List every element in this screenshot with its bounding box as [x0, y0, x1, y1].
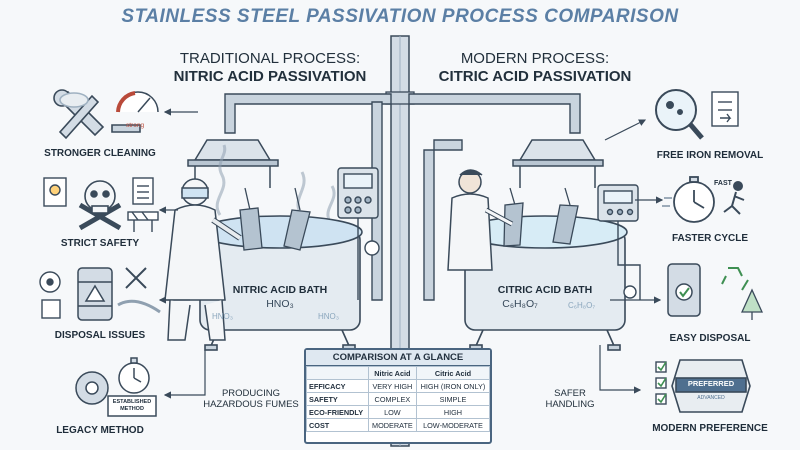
table-cell: VERY HIGH [367, 379, 417, 393]
nitric-ghost-formula-2: HNO₃ [318, 312, 340, 321]
nitric-bath-label: NITRIC ACID BATH [232, 284, 328, 296]
table-header-row: Nitric Acid Citric Acid [306, 366, 491, 380]
table-row: EFFICACY VERY HIGH HIGH (IRON ONLY) [306, 379, 491, 393]
hazard-note-line2: HAZARDOUS FUMES [203, 399, 299, 410]
column-header: Citric Acid [415, 366, 491, 380]
row-label: ECO-FRIENDLY [306, 405, 369, 419]
column-header: Nitric Acid [367, 366, 417, 380]
gauge-label: strong [126, 122, 145, 129]
modern-heading-line2: CITRIC ACID PASSIVATION [438, 68, 632, 85]
table-row: ECO-FRIENDLY LOW HIGH [306, 405, 491, 419]
page-title: STAINLESS STEEL PASSIVATION PROCESS COMP… [121, 6, 679, 27]
eco-barrel-icon [667, 263, 701, 317]
control-panel-right [597, 184, 641, 300]
traditional-heading-line2: NITRIC ACID PASSIVATION [173, 68, 367, 85]
row-label: SAFETY [306, 392, 369, 406]
feature-stronger-cleaning: STRONGER CLEANING [44, 148, 156, 159]
feature-strict-safety: STRICT SAFETY [60, 238, 140, 249]
table-cell: LOW [367, 405, 417, 419]
checkbox-list-icon [655, 361, 667, 405]
safer-note-line2: HANDLING [545, 399, 595, 410]
feature-easy-disposal: EASY DISPOSAL [669, 333, 751, 344]
gears-stopwatch-icon [75, 357, 157, 417]
badge-line2: METHOD [120, 405, 144, 412]
table-cell: HIGH (IRON ONLY) [415, 379, 491, 393]
worker-lab-coat [447, 169, 514, 271]
biohazard-icon [39, 271, 61, 319]
fume-hood-left [187, 139, 279, 188]
comparison-table: COMPARISON AT A GLANCE Nitric Acid Citri… [304, 348, 492, 444]
feature-disposal-issues: DISPOSAL ISSUES [54, 330, 146, 341]
feature-modern-preference: MODERN PREFERENCE [652, 423, 768, 434]
table-cell: LOW-MODERATE [415, 418, 491, 432]
barrel-hazard-icon [77, 267, 113, 321]
table-row: SAFETY COMPLEX SIMPLE [306, 392, 491, 406]
running-person-icon [723, 181, 745, 215]
wrench-icon [53, 89, 141, 140]
established-badge: ESTABLISHED METHOD [108, 399, 156, 412]
divider-pipe [385, 35, 415, 447]
modern-heading-line1: MODERN PROCESS: [460, 50, 610, 67]
feature-faster-cycle: FASTER CYCLE [671, 233, 749, 244]
table-cell: COMPLEX [367, 392, 417, 406]
steel-parts-right [503, 187, 579, 247]
fume-hood-right [512, 139, 604, 188]
preferred-badge-icon [671, 359, 751, 413]
nitric-ghost-formula-1: HNO₃ [212, 312, 234, 321]
hazardous-fumes-note: PRODUCING HAZARDOUS FUMES [196, 388, 306, 410]
advanced-badge-text: ADVANCED [697, 395, 725, 401]
table-row: COST MODERATE LOW-MODERATE [306, 418, 491, 432]
worker-protective-suit [164, 178, 242, 341]
citric-formula: C₆H₈O₇ [502, 298, 538, 310]
citric-bath-label: CITRIC ACID BATH [497, 284, 593, 296]
row-label: COST [306, 418, 369, 432]
stopwatch-icon [662, 176, 715, 223]
table-cell: MODERATE [367, 418, 417, 432]
badge-line1: ESTABLISHED [112, 399, 152, 405]
safety-documents-icon [43, 177, 154, 207]
barrier-icon [127, 211, 159, 232]
overhead-pipes [224, 93, 581, 301]
traditional-heading-line1: TRADITIONAL PROCESS: [179, 50, 361, 67]
table-cell: SIMPLE [415, 392, 491, 406]
row-label: EFFICACY [306, 379, 369, 393]
control-panel-left [337, 167, 380, 300]
comparison-grid: Nitric Acid Citric Acid EFFICACY VERY HI… [306, 366, 491, 432]
column-header [306, 366, 369, 380]
nitric-acid-tank [197, 215, 363, 351]
feature-legacy-method: LEGACY METHOD [56, 425, 144, 436]
connector-arrows [158, 108, 664, 399]
citric-ghost-formula: C₆H₈O₇ [568, 301, 596, 310]
magnifier-icon [655, 89, 704, 140]
steel-parts-left [239, 187, 311, 251]
feature-free-iron-removal: FREE IRON REMOVAL [656, 150, 764, 161]
nitric-formula: HNO₃ [266, 298, 294, 310]
gauge-icon [116, 91, 159, 113]
checklist-icon [711, 91, 739, 127]
fast-label: FAST [714, 180, 732, 187]
skull-crossbones-icon [78, 180, 122, 231]
recycle-icon [721, 267, 749, 291]
no-dumping-icon [117, 267, 161, 314]
safer-note-line1: SAFER [554, 388, 586, 399]
safer-handling-note: SAFER HANDLING [530, 388, 610, 410]
comparison-title: COMPARISON AT A GLANCE [306, 350, 490, 366]
hazard-note-line1: PRODUCING [221, 388, 281, 399]
preferred-badge-text: PREFERRED [687, 379, 735, 388]
table-cell: HIGH [415, 405, 491, 419]
modern-heading: MODERN PROCESS: CITRIC ACID PASSIVATION [420, 50, 650, 86]
traditional-heading: TRADITIONAL PROCESS: NITRIC ACID PASSIVA… [160, 50, 380, 86]
tree-icon [740, 288, 764, 320]
